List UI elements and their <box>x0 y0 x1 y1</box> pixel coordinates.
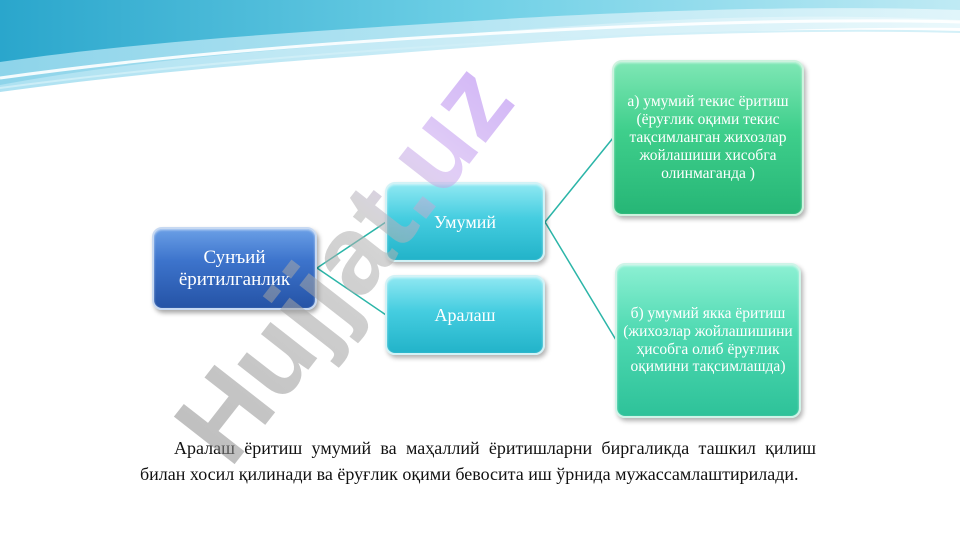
node-branch-umumiy: Умумий <box>385 182 545 262</box>
node-branch-aralash-label: Аралаш <box>434 304 496 325</box>
connector-umumiy-leaf-b <box>544 221 617 341</box>
node-leaf-a: а) умумий текис ёритиш (ёруғлик оқими те… <box>612 60 804 216</box>
connector-umumiy-leaf-a <box>544 137 614 223</box>
node-root-label: Сунъий ёритилганлик <box>178 246 291 290</box>
body-paragraph: Аралаш ёритиш умумий ва маҳаллий ёритишл… <box>140 438 816 484</box>
node-branch-aralash: Аралаш <box>385 275 545 355</box>
node-leaf-b: б) умумий якка ёритиш (жихозлар жойлашиш… <box>615 263 801 418</box>
node-root: Сунъий ёритилганлик <box>152 227 317 310</box>
header-wave-decoration <box>0 0 960 92</box>
connector-root-aralash <box>316 267 387 316</box>
connector-root-umumiy <box>316 221 387 269</box>
node-leaf-b-label: б) умумий якка ёритиш (жихозлар жойлашиш… <box>623 304 793 376</box>
node-branch-umumiy-label: Умумий <box>434 211 496 232</box>
node-leaf-a-label: а) умумий текис ёритиш (ёруғлик оқими те… <box>627 93 789 182</box>
